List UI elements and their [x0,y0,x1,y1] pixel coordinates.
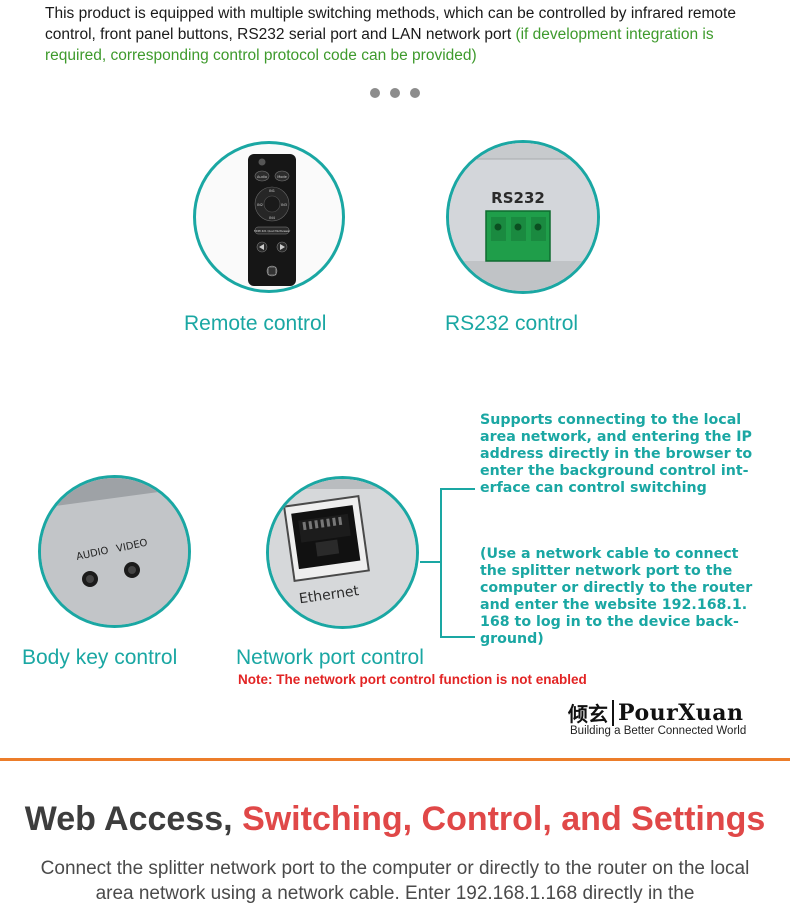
remote-control-image: Audio Mode IN1 IN2 IN3 IN4 HDMI 4X1 Quad… [193,141,345,293]
section-title-part-b: Switching, Control, and Settings [242,800,766,838]
network-note-2: (Use a network cable to connect the spli… [480,546,752,648]
note-bracket [440,488,475,638]
carousel-dot[interactable] [390,88,400,98]
network-port-caption: Network port control [236,646,424,669]
rs232-control-caption: RS232 control [445,312,579,335]
section-title-part-a: Web Access, [24,800,243,838]
remote-in1-label: IN1 [269,189,275,193]
brand-cn-name: 倾玄 [568,702,608,726]
remote-in2-label: IN2 [257,203,263,207]
remote-icon: Audio Mode IN1 IN2 IN3 IN4 HDMI 4X1 Quad… [248,154,296,286]
network-note-1: Supports connecting to the local area ne… [480,412,752,497]
note-2-line: ground) [480,631,544,647]
brand-en-name: PourXuan [618,699,744,726]
intro-text: This product is equipped with multiple s… [45,5,736,43]
remote-audio-label: Audio [257,175,267,179]
note-2-line: computer or directly to the router [480,580,753,596]
body-key-image: AUDIO VIDEO [38,475,191,628]
section-title: Web Access, Switching, Control, and Sett… [0,800,790,839]
brand-slogan: Building a Better Connected World [570,725,747,737]
note-1-line: address directly in the browser to [480,446,753,462]
note-2-line: the splitter network port to the [480,563,733,579]
remote-in4-label: IN4 [269,216,276,220]
section-divider [0,758,790,761]
network-disabled-note: Note: The network port control function … [238,672,587,687]
note-1-line: enter the background control int- [480,463,749,479]
intro-dev-note: (if development integration is required,… [45,26,714,64]
note-1-line: Supports connecting to the local [480,412,742,428]
note-bracket-connector [420,561,442,563]
section-body: Connect the splitter network port to the… [40,858,750,904]
note-2-line: 168 to log in to the device back- [480,614,739,630]
rs232-terminal-icon: RS232 [449,143,597,291]
remote-control-caption: Remote control [184,312,327,335]
brand-separator [612,699,614,726]
remote-in3-label: IN3 [281,203,287,207]
carousel-dot[interactable] [370,88,380,98]
rs232-label: RS232 [491,189,545,207]
note-2-line: (Use a network cable to connect [480,546,739,562]
remote-mode-label: Mode [277,175,287,179]
note-1-line: erface can control switching [480,480,707,496]
rs232-port-image: RS232 [446,140,600,294]
note-1-line: area network, and entering the IP [480,429,752,445]
carousel-dot[interactable] [410,88,420,98]
network-port-image: Ethernet [266,476,419,629]
remote-hdmi-label: HDMI 4X1 Quad Multiviewer [254,229,291,233]
ethernet-port-icon: Ethernet [269,479,416,626]
brand-logo: 倾玄 PourXuan [568,698,744,727]
intro-paragraph: This product is equipped with multiple s… [45,3,765,66]
body-key-caption: Body key control [22,646,178,669]
carousel-dots[interactable] [370,88,420,98]
panel-buttons-icon: AUDIO VIDEO [41,478,188,625]
note-2-line: and enter the website 192.168.1. [480,597,748,613]
